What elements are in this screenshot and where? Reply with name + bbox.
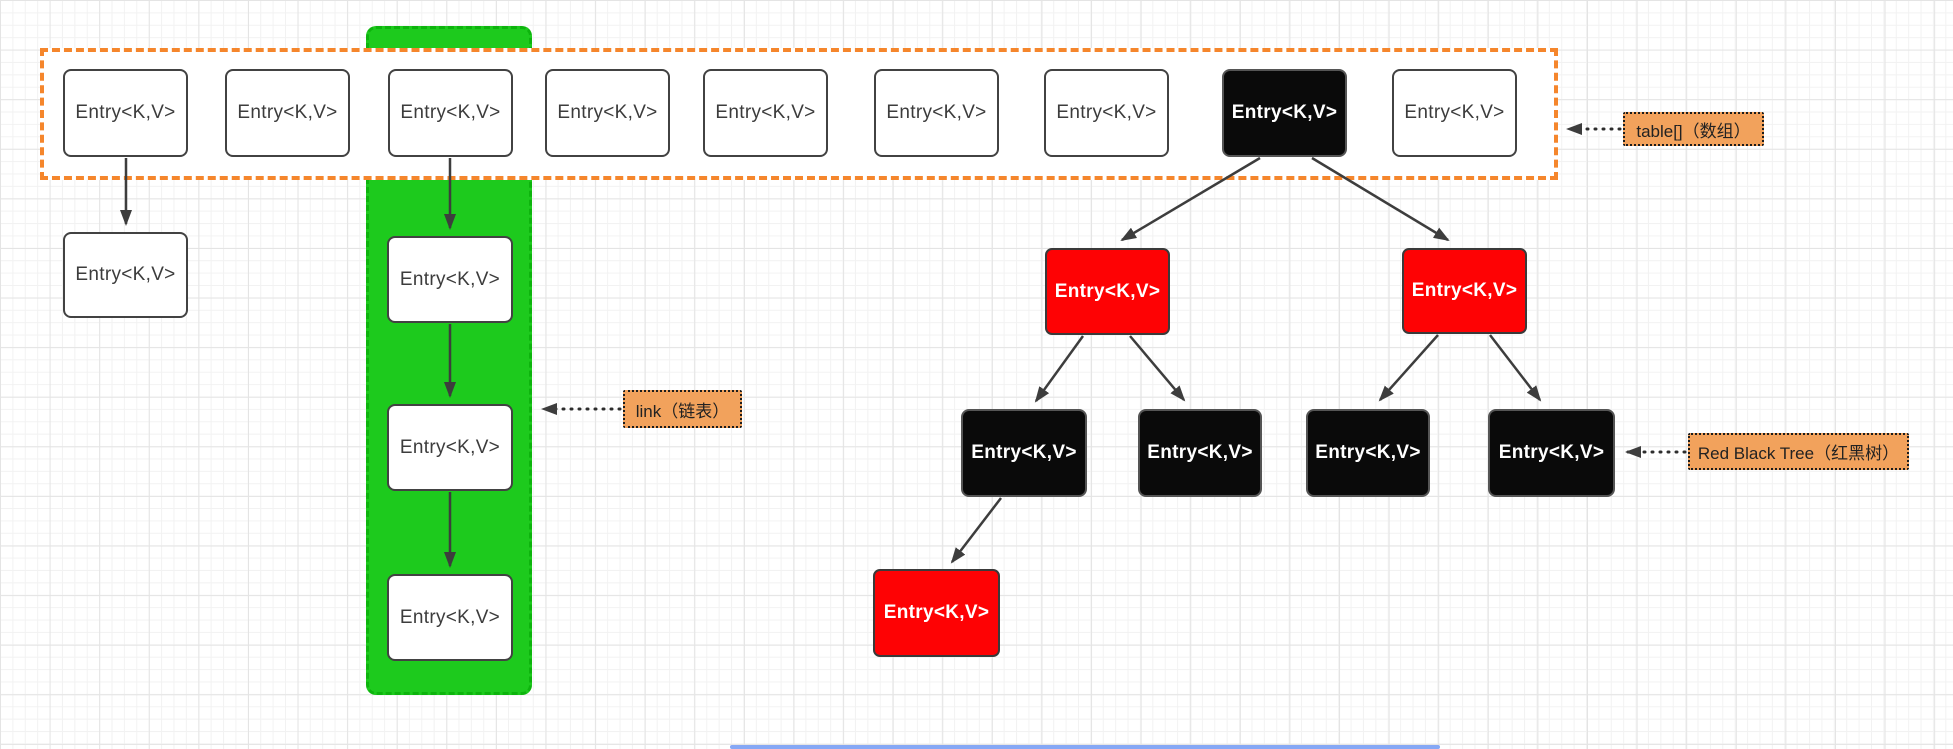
list-entry-0[interactable]: Entry<K,V>	[387, 236, 513, 323]
list-entry-1[interactable]: Entry<K,V>	[387, 404, 513, 491]
array-cell-0[interactable]: Entry<K,V>	[63, 69, 188, 157]
arrow-root-to-red-right[interactable]	[1311, 156, 1450, 242]
arrow-redright-to-black2[interactable]	[1378, 334, 1439, 402]
tree-red-right[interactable]: Entry<K,V>	[1402, 248, 1527, 334]
array-cell-6[interactable]: Entry<K,V>	[1044, 69, 1169, 157]
chained-entry[interactable]: Entry<K,V>	[63, 232, 188, 318]
array-cell-2[interactable]: Entry<K,V>	[388, 69, 513, 157]
tree-black-0[interactable]: Entry<K,V>	[961, 409, 1087, 497]
array-cell-3[interactable]: Entry<K,V>	[545, 69, 670, 157]
arrow-redleft-to-black0[interactable]	[1034, 335, 1085, 403]
array-cell-8[interactable]: Entry<K,V>	[1392, 69, 1517, 157]
tree-black-3[interactable]: Entry<K,V>	[1488, 409, 1615, 497]
arrow-root-to-red-left[interactable]	[1120, 156, 1261, 242]
tree-black-2[interactable]: Entry<K,V>	[1306, 409, 1430, 497]
array-cell-1[interactable]: Entry<K,V>	[225, 69, 350, 157]
arrow-redleft-to-black1[interactable]	[1129, 335, 1186, 402]
array-cell-5[interactable]: Entry<K,V>	[874, 69, 999, 157]
tree-red-left[interactable]: Entry<K,V>	[1045, 248, 1170, 335]
link-label[interactable]: link（链表）	[623, 390, 742, 428]
arrow-redright-to-black3[interactable]	[1489, 334, 1542, 402]
tree-black-1[interactable]: Entry<K,V>	[1138, 409, 1262, 497]
list-entry-2[interactable]: Entry<K,V>	[387, 574, 513, 661]
tree-label[interactable]: Red Black Tree（红黑树）	[1688, 433, 1909, 470]
tree-red-leaf[interactable]: Entry<K,V>	[873, 569, 1000, 657]
array-cell-7-tree-root[interactable]: Entry<K,V>	[1222, 69, 1347, 157]
table-label[interactable]: table[]（数组）	[1623, 112, 1764, 146]
horizontal-scrollbar-thumb[interactable]	[730, 745, 1440, 749]
arrow-black0-to-redleaf[interactable]	[950, 497, 1002, 564]
array-cell-4[interactable]: Entry<K,V>	[703, 69, 828, 157]
